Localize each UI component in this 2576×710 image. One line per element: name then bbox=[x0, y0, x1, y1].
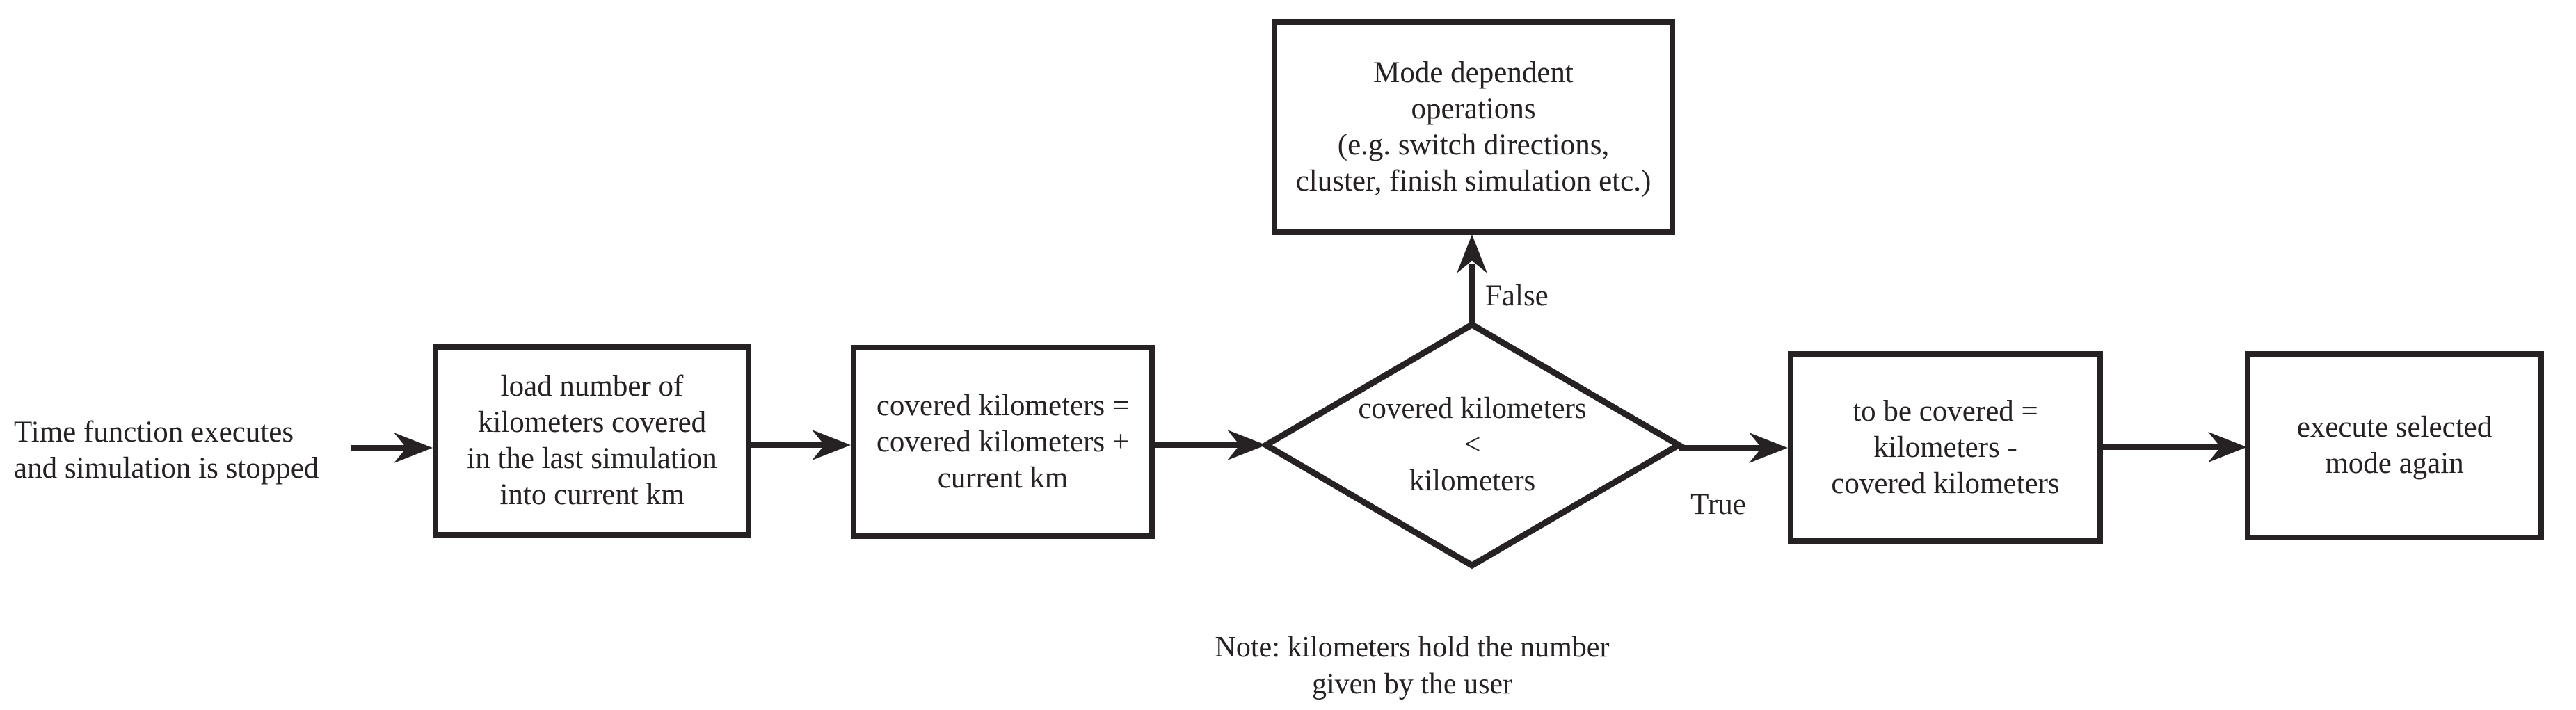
text-line: covered kilometers = bbox=[876, 389, 1130, 422]
text-line: covered kilometers bbox=[1358, 392, 1587, 425]
text-line: cluster, finish simulation etc.) bbox=[1295, 165, 1651, 197]
text-line: in the last simulation bbox=[467, 442, 717, 475]
arrow-start-to-load bbox=[351, 433, 433, 463]
text-line: load number of bbox=[500, 370, 684, 403]
process-box-execute-mode: execute selected mode again bbox=[2245, 351, 2544, 540]
branch-label-true: True bbox=[1690, 488, 1746, 521]
process-box-load-kilometers: load number of kilometers covered in the… bbox=[433, 344, 751, 538]
arrow-decision-to-tobecovered bbox=[1679, 433, 1788, 463]
text-line: < bbox=[1464, 428, 1481, 461]
text-line: Time function executes bbox=[14, 416, 294, 449]
text-line: kilometers covered bbox=[477, 406, 707, 439]
text-line: kilometers bbox=[1409, 465, 1536, 497]
text-line: operations bbox=[1411, 92, 1536, 125]
text-line: to be covered = bbox=[1853, 394, 2038, 428]
process-box-add-kilometers: covered kilometers = covered kilometers … bbox=[851, 345, 1155, 539]
text-line: execute selected bbox=[2296, 411, 2493, 444]
process-box-to-be-covered: to be covered = kilometers - covered kil… bbox=[1788, 351, 2103, 544]
text-line: Mode dependent bbox=[1373, 56, 1574, 89]
arrow-load-to-add bbox=[751, 430, 851, 460]
decision-diamond-label: covered kilometers < kilometers bbox=[1266, 391, 1679, 499]
text-line: current km bbox=[937, 461, 1069, 494]
arrow-decision-to-modeops bbox=[1457, 234, 1487, 325]
text-line: into current km bbox=[499, 478, 685, 511]
text-line: (e.g. switch directions, bbox=[1337, 129, 1610, 161]
text-line: kilometers - bbox=[1873, 430, 2017, 464]
text-line: Note: kilometers hold the number bbox=[1215, 631, 1610, 663]
text-line: and simulation is stopped bbox=[14, 452, 319, 485]
process-box-mode-operations: Mode dependent operations (e.g. switch d… bbox=[1272, 19, 1675, 235]
decision-diamond-shape bbox=[1260, 321, 1685, 570]
text-line: covered kilometers bbox=[1831, 467, 2060, 500]
start-label: Time function executes and simulation is… bbox=[14, 414, 376, 487]
text-line: given by the user bbox=[1311, 668, 1513, 700]
arrow-add-to-decision bbox=[1155, 430, 1266, 460]
arrow-tobecovered-to-execute bbox=[2103, 432, 2247, 462]
text-line: covered kilometers + bbox=[876, 425, 1130, 458]
note-text: Note: kilometers hold the number given b… bbox=[1134, 629, 1690, 703]
text-line: mode again bbox=[2325, 447, 2464, 480]
branch-label-false: False bbox=[1485, 280, 1549, 312]
